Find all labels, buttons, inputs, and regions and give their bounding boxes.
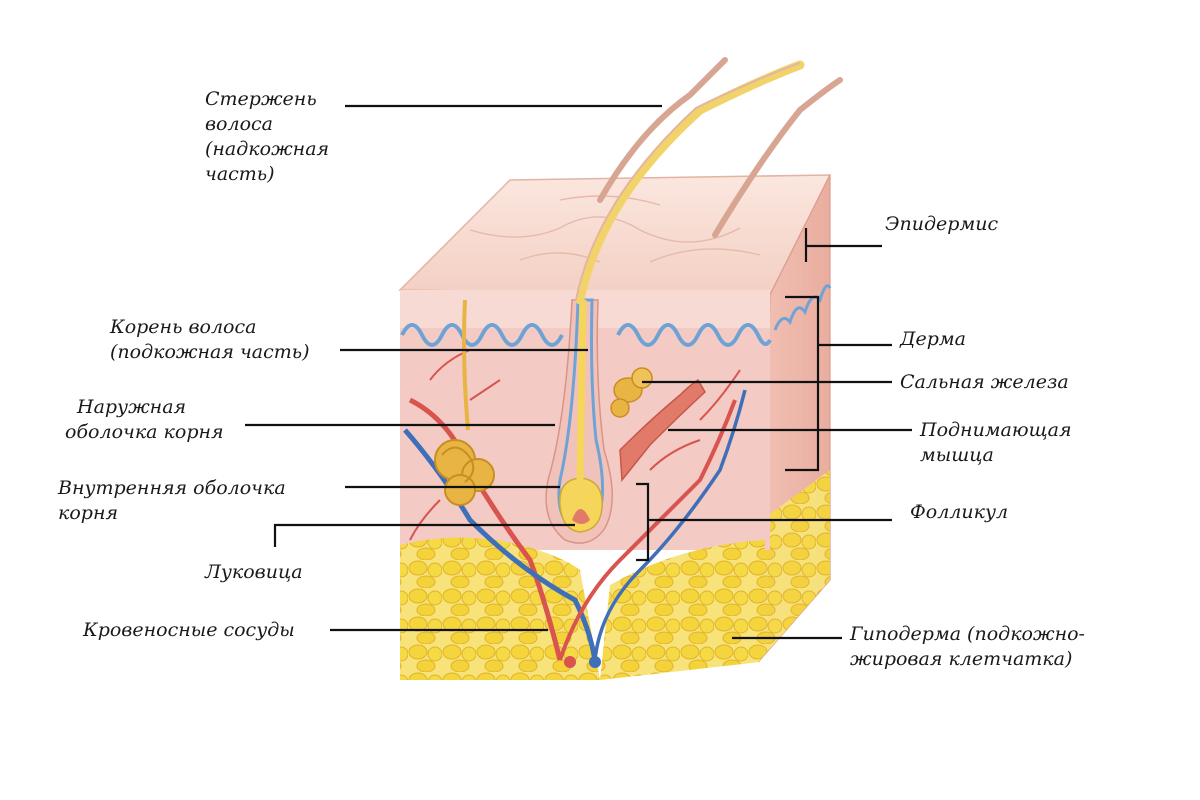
label-hair-shaft: Стержень волоса (надкожная часть)	[205, 88, 330, 185]
arrector-muscle	[619, 378, 706, 482]
label-hair-root: Корень волоса (подкожная часть)	[110, 316, 310, 363]
side-epidermis-ridges	[773, 284, 832, 331]
hypodermis-front	[400, 537, 600, 680]
surface-creases	[469, 195, 761, 263]
hypodermis-front-right	[600, 540, 765, 680]
leader-epidermis	[804, 228, 882, 262]
hair-shaft-left	[597, 57, 728, 203]
label-epidermis: Эпидермис	[885, 213, 999, 235]
vessel-end-artery	[564, 656, 576, 668]
vessel-end-vein	[589, 656, 601, 668]
artery-branch	[558, 399, 737, 661]
label-arrector-muscle: Поднимающая мышца	[920, 419, 1072, 466]
capillaries	[409, 349, 741, 541]
hair-shaft-right	[712, 77, 843, 238]
label-bulb: Луковица	[205, 561, 303, 583]
label-dermis: Дерма	[900, 328, 966, 350]
sweat-gland-coil	[434, 439, 495, 506]
sweat-gland-duct	[462, 299, 470, 431]
vein-branch	[593, 389, 747, 661]
label-follicle: Фолликул	[910, 501, 1009, 523]
hair-bulb	[559, 477, 603, 533]
skin-surface-top	[398, 174, 832, 296]
leader-dermis	[785, 295, 892, 472]
artery-main	[408, 397, 563, 661]
label-hypodermis: Гиподерма (подкожно- жировая клетчатка)	[850, 623, 1085, 670]
label-sebaceous-gland: Сальная железа	[900, 371, 1069, 393]
leader-follicle	[636, 482, 892, 562]
side-hypodermis	[760, 470, 830, 660]
hair-shaft-main	[575, 60, 805, 305]
hair-shaft-main-edge	[575, 62, 801, 301]
label-inner-root-sheath: Внутренняя оболочка корня	[58, 477, 286, 524]
epidermis-papillae	[400, 323, 772, 347]
label-blood-vessels: Кровеносные сосуды	[83, 619, 295, 641]
label-outer-root-sheath: Наружная оболочка корня	[65, 396, 224, 443]
leader-bulb	[273, 523, 575, 547]
dermal-papilla	[572, 509, 590, 524]
hair-root-core	[576, 299, 587, 481]
